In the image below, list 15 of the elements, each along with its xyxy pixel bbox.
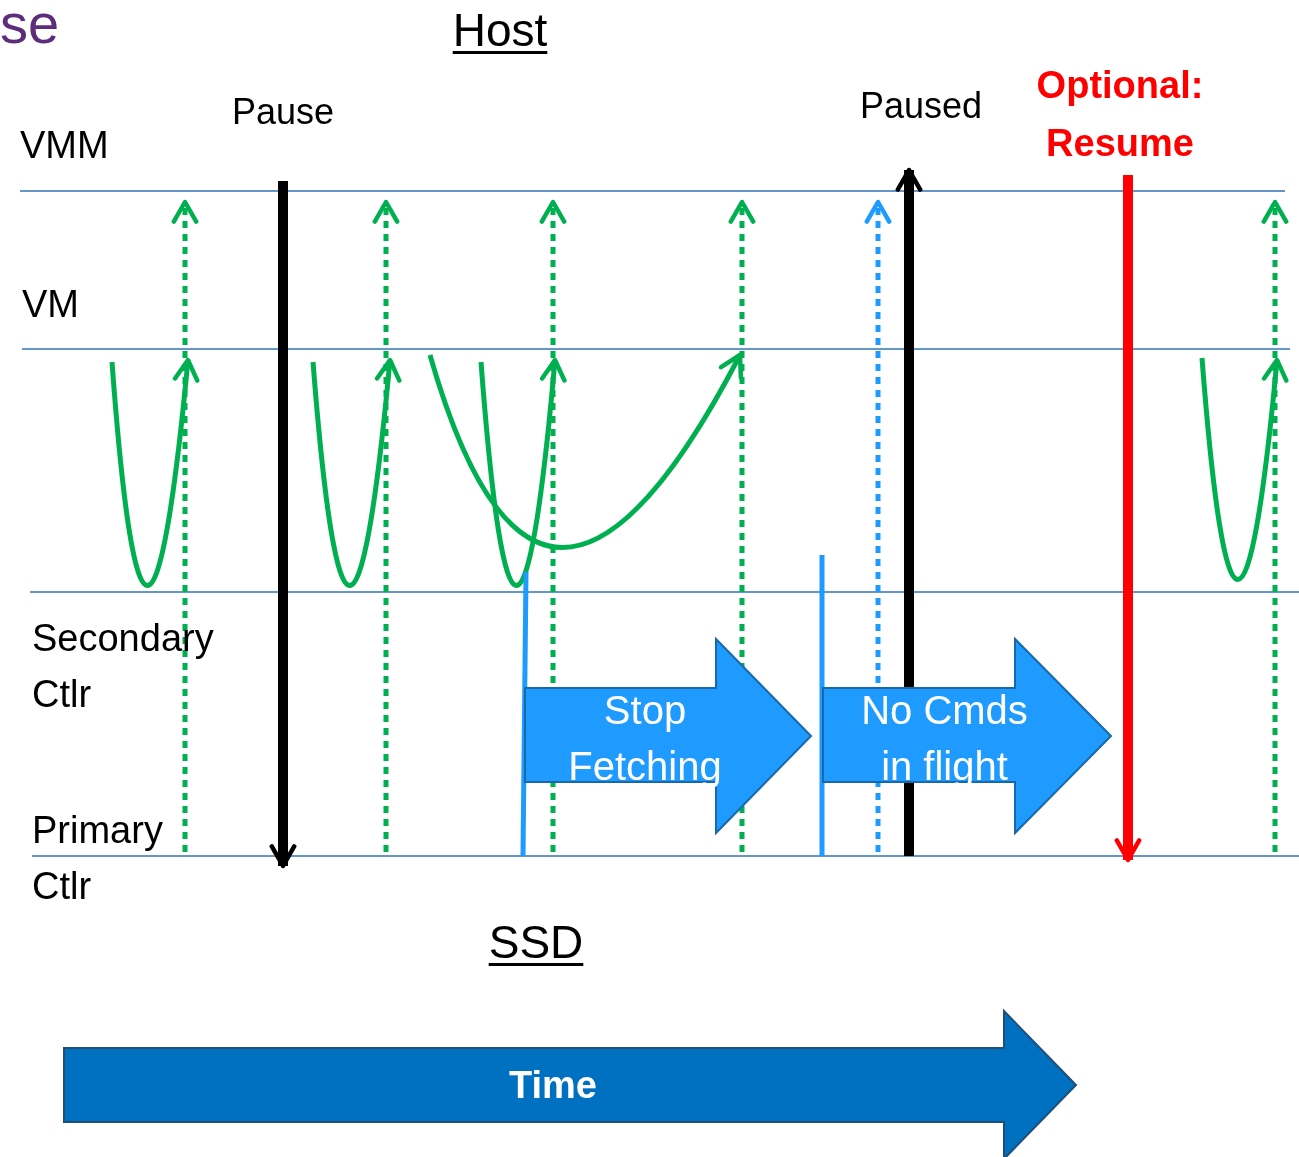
lane-label: Secondary Ctlr xyxy=(32,616,215,717)
arrow-text: Time xyxy=(508,1063,598,1108)
arrow-text: Stop Fetching xyxy=(567,687,723,790)
lane-label: Primary Ctlr xyxy=(32,808,164,909)
event-label: Optional: Resume xyxy=(1035,63,1205,166)
block-arrow xyxy=(63,1010,1079,1157)
ssd-heading: SSD xyxy=(487,915,585,970)
event-label: Pause xyxy=(232,90,336,134)
block-arrow xyxy=(524,638,814,834)
event-label: Paused xyxy=(860,84,984,128)
title-fragment: se xyxy=(0,0,61,54)
lane-label: VM xyxy=(22,282,80,327)
lane-label: VMM xyxy=(20,123,110,168)
block-arrow xyxy=(822,638,1114,834)
host-heading: Host xyxy=(451,3,549,58)
